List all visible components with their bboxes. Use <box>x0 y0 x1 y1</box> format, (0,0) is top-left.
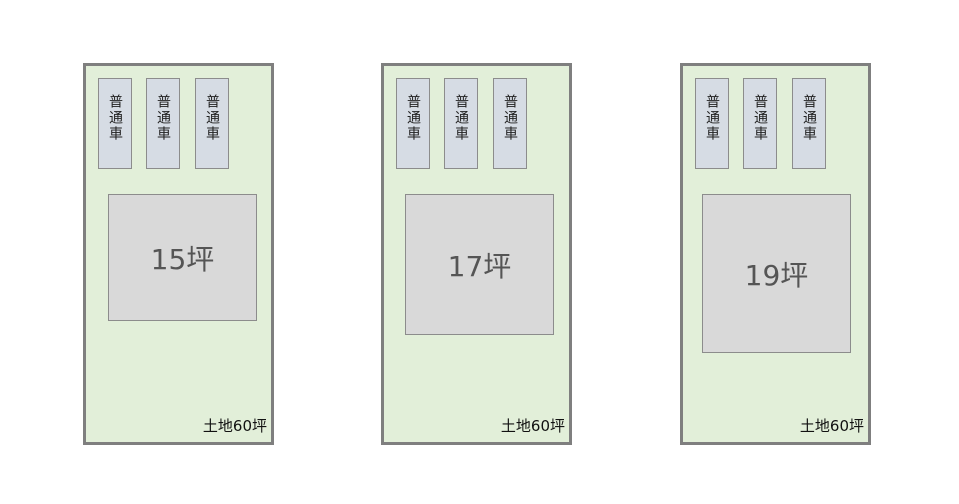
parking-space: 普通車 <box>444 78 478 169</box>
lot-plan-17: 普通車 普通車 普通車 17坪 土地60坪 <box>381 63 572 445</box>
parking-space: 普通車 <box>98 78 132 169</box>
house-size-label: 15坪 <box>150 242 215 276</box>
parking-space: 普通車 <box>195 78 229 169</box>
parking-space-label: 普通車 <box>704 94 720 142</box>
parking-space-label: 普通車 <box>801 94 817 142</box>
parking-space: 普通車 <box>695 78 729 169</box>
parking-space: 普通車 <box>493 78 527 169</box>
house-footprint: 17坪 <box>405 194 554 335</box>
house-size-label: 17坪 <box>447 249 512 283</box>
parking-space-label: 普通車 <box>155 94 171 142</box>
lot-plan-15: 普通車 普通車 普通車 15坪 土地60坪 <box>83 63 274 445</box>
parking-space: 普通車 <box>743 78 777 169</box>
parking-space-label: 普通車 <box>204 94 220 142</box>
parking-space: 普通車 <box>146 78 180 169</box>
lot-plan-19: 普通車 普通車 普通車 19坪 土地60坪 <box>680 63 871 445</box>
house-footprint: 15坪 <box>108 194 257 321</box>
parking-space-label: 普通車 <box>502 94 518 142</box>
parking-space: 普通車 <box>396 78 430 169</box>
house-footprint: 19坪 <box>702 194 851 353</box>
parking-space: 普通車 <box>792 78 826 169</box>
house-size-label: 19坪 <box>744 258 809 292</box>
land-size-label: 土地60坪 <box>202 417 267 435</box>
land-size-label: 土地60坪 <box>799 417 864 435</box>
parking-space-label: 普通車 <box>453 94 469 142</box>
parking-space-label: 普通車 <box>405 94 421 142</box>
parking-space-label: 普通車 <box>107 94 123 142</box>
parking-space-label: 普通車 <box>752 94 768 142</box>
land-size-label: 土地60坪 <box>500 417 565 435</box>
